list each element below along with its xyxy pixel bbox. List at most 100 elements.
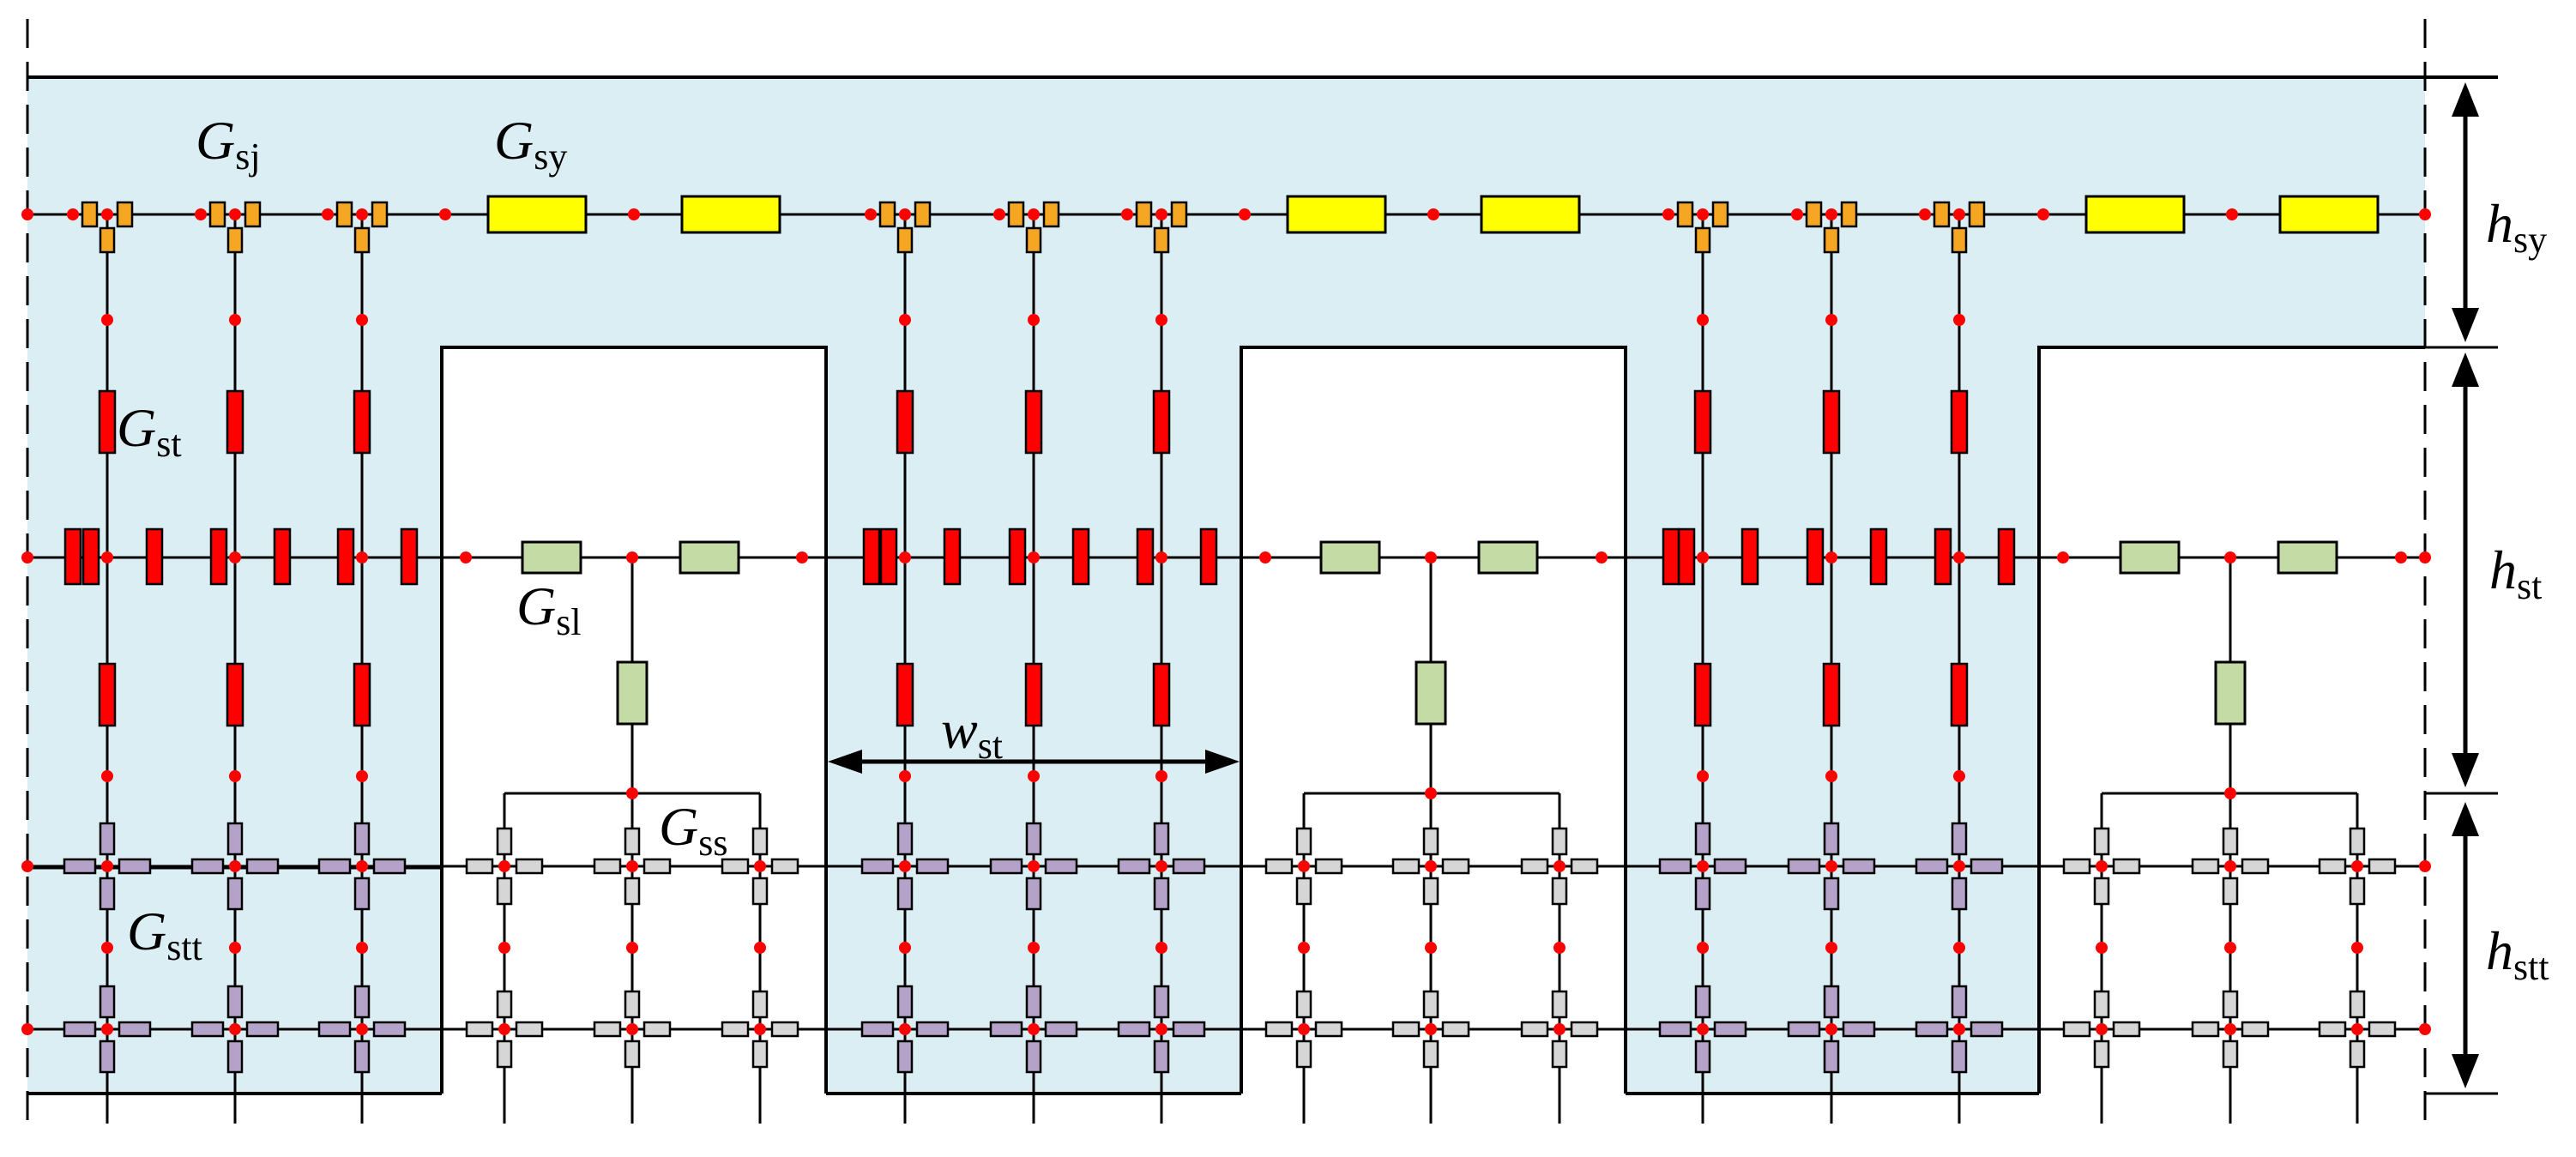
g-sj-resistor: [1025, 226, 1042, 254]
node: [101, 942, 113, 954]
node: [1155, 208, 1167, 220]
g-sj-resistor: [1676, 201, 1694, 228]
g-sy-resistor: [1286, 195, 1387, 234]
g-stt-resistor: [1823, 1039, 1840, 1074]
g-stt-resistor: [860, 858, 895, 875]
g-stt-resistor: [989, 858, 1023, 875]
g-st-resistor: [1740, 527, 1759, 586]
g-st-resistor: [1152, 662, 1171, 727]
g-stt-resistor: [317, 858, 352, 875]
h-stt-arrow-head: [2452, 1054, 2479, 1088]
node: [1425, 860, 1437, 872]
g-sj-resistor: [244, 201, 262, 228]
node: [1425, 942, 1437, 954]
g-st-resistor: [1693, 662, 1712, 727]
node: [1028, 208, 1040, 220]
g-sy-resistor: [2084, 195, 2186, 234]
g-sj-resistor: [335, 201, 353, 228]
g-st-resistor: [1071, 527, 1090, 586]
g-ss-resistor: [2318, 858, 2347, 875]
node: [899, 208, 911, 220]
node: [101, 551, 113, 563]
g-sj-resistor: [896, 226, 914, 254]
g-ss-resistor: [2112, 858, 2141, 875]
g-sj-resistor: [99, 226, 116, 254]
g-st-resistor: [226, 389, 244, 455]
g-stt-resistor: [1694, 1039, 1711, 1074]
g-stt-resistor: [99, 985, 116, 1019]
g-stt-resistor: [353, 822, 371, 856]
g-stt-resistor: [99, 877, 116, 911]
node: [899, 860, 911, 872]
g-stt-resistor: [1025, 877, 1042, 911]
w-st-arrow-head: [828, 750, 862, 774]
g-st-resistor: [1008, 527, 1027, 586]
node: [101, 208, 113, 220]
g-stt-resistor: [915, 858, 950, 875]
node: [229, 1023, 241, 1035]
g-stt-resistor: [372, 858, 407, 875]
g-stt-resistor: [353, 1039, 371, 1074]
g-ss-resistor: [1422, 877, 1439, 906]
g-stt-resistor: [1915, 858, 1949, 875]
g-stt-resistor: [1787, 858, 1821, 875]
node: [899, 942, 911, 954]
node: [626, 787, 638, 799]
g-ss-resistor: [2093, 827, 2110, 856]
g-stt-resistor: [118, 858, 152, 875]
node: [1825, 860, 1837, 872]
g-st-resistor: [98, 389, 117, 455]
g-ss-resistor: [2349, 877, 2366, 906]
g-ss-resistor: [624, 990, 641, 1019]
g-st-resistor: [1199, 527, 1218, 586]
node: [67, 208, 79, 220]
g-stt-resistor: [190, 858, 225, 875]
g-stt-resistor: [1025, 985, 1042, 1019]
node: [1697, 942, 1709, 954]
node: [356, 208, 368, 220]
g-ss-resistor: [624, 1039, 641, 1069]
g-stt-resistor: [63, 858, 97, 875]
g-ss-resistor: [2349, 1039, 2366, 1069]
g-stt-resistor: [226, 1039, 244, 1074]
g-ss-resistor: [465, 858, 494, 875]
node: [1028, 314, 1040, 326]
node: [899, 551, 911, 563]
g-st-resistor: [1997, 527, 2016, 586]
g-stt-resistor: [1044, 1021, 1078, 1038]
g-ss-resistor: [2062, 1021, 2091, 1038]
h-sy-arrow-head: [2452, 308, 2479, 342]
dimension-arrows: [828, 82, 2479, 1088]
node: [1953, 1023, 1965, 1035]
g-sj-resistor: [1968, 201, 1986, 228]
g-ss-resistor: [2093, 990, 2110, 1019]
g-stt-resistor: [989, 1021, 1023, 1038]
g-sj-resistor: [1805, 201, 1823, 228]
node: [1425, 1023, 1437, 1035]
node: [356, 942, 368, 954]
node: [796, 551, 808, 563]
label-h-st: hst: [2489, 539, 2542, 607]
g-stt-resistor: [1951, 877, 1968, 911]
g-ss-resistor: [1391, 1021, 1421, 1038]
node: [865, 208, 877, 220]
g-ss-resistor: [751, 827, 769, 856]
node: [2419, 551, 2431, 563]
g-stt-resistor: [317, 1021, 352, 1038]
g-stt-resistor: [896, 877, 914, 911]
node: [754, 942, 766, 954]
nodes: [21, 208, 2431, 1035]
node: [1298, 860, 1310, 872]
node: [460, 551, 472, 563]
g-st-resistor: [1136, 527, 1155, 586]
node: [2226, 208, 2238, 220]
g-st-resistor: [1152, 389, 1171, 455]
node: [1298, 942, 1310, 954]
node: [2224, 1023, 2236, 1035]
g-ss-resistor: [1520, 858, 1549, 875]
node: [356, 314, 368, 326]
g-stt-resistor: [1787, 1021, 1821, 1038]
g-ss-resistor: [624, 877, 641, 906]
g-ss-resistor: [1520, 1021, 1549, 1038]
g-stt-resistor: [1153, 985, 1170, 1019]
